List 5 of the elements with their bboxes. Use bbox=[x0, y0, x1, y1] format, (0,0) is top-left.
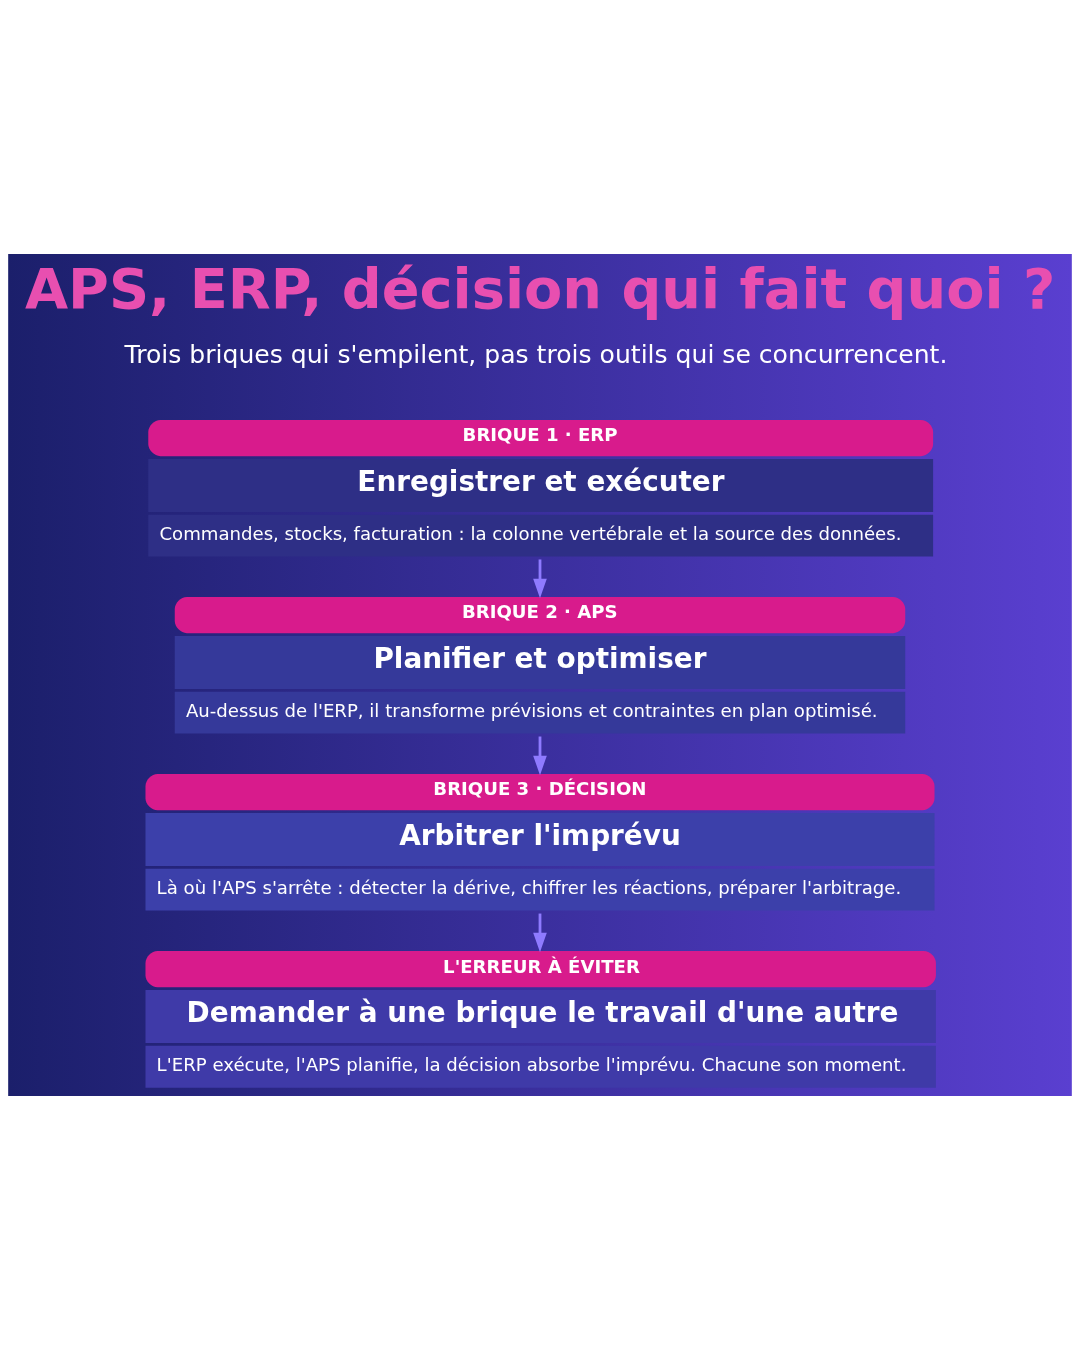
arrow bbox=[533, 736, 547, 776]
arrow bbox=[533, 559, 547, 599]
label: Trois briques qui s'empilent, pas trois outils qui se concurrencent. bbox=[124, 340, 948, 370]
diagram-title: APS, ERP, décision qui fait quoi ? bbox=[24, 256, 1056, 322]
arrow bbox=[533, 913, 547, 953]
